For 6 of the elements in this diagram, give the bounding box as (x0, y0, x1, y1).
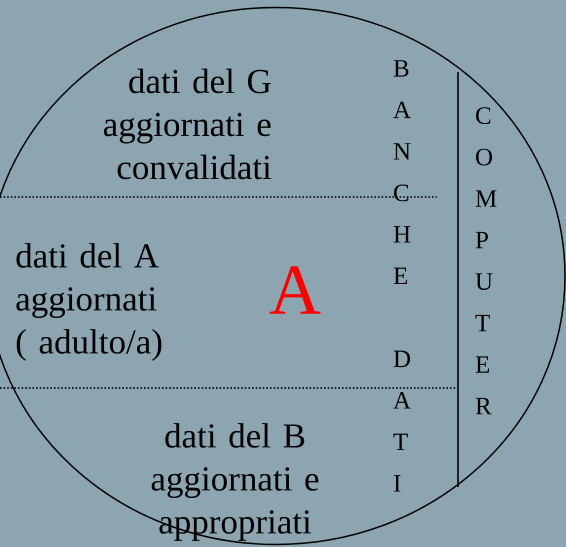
section-text: dati del B aggiornati e appropriati (152, 423, 318, 541)
section-text: dati del A aggiornati ( adulto/a) (16, 243, 162, 361)
vertical-label: COMPUTER (475, 107, 496, 414)
section-text: dati del G aggiornati e convalidati (104, 68, 272, 180)
vertical-label: BANCHE DATI (393, 60, 411, 492)
big-letter: A (270, 266, 320, 314)
